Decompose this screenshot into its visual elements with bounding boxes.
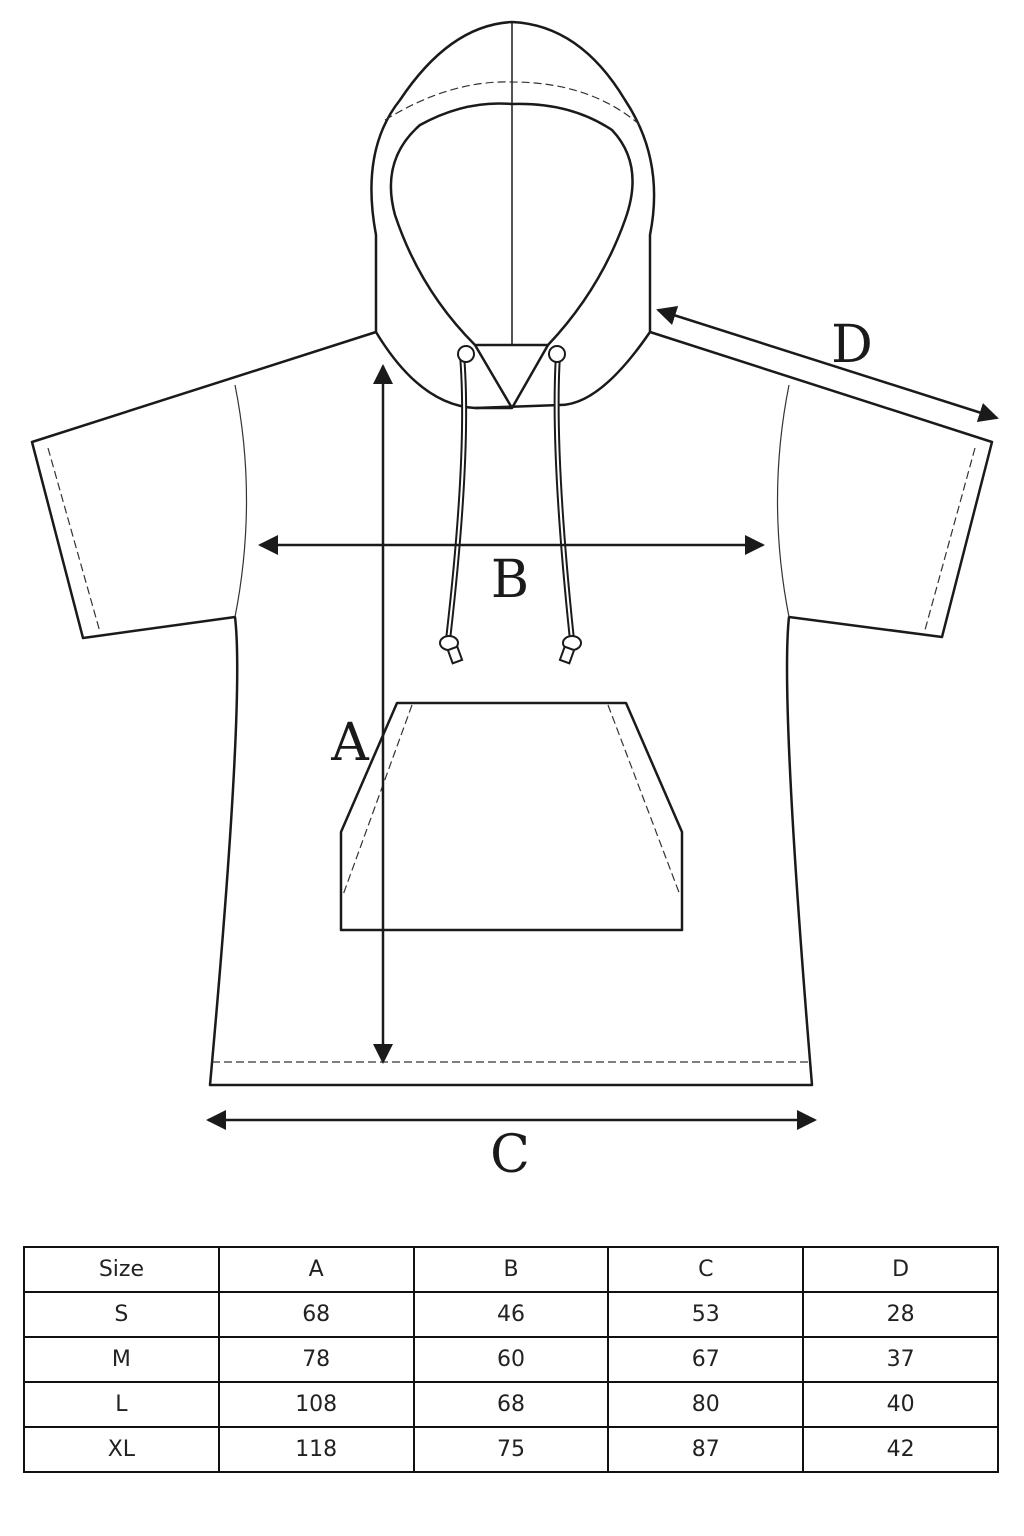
table-row: L 108 68 80 40 xyxy=(23,1381,999,1428)
table-cell: L xyxy=(23,1381,220,1428)
header-cell: A xyxy=(217,1246,415,1293)
hoodie-neck xyxy=(473,344,550,410)
table-cell: 68 xyxy=(217,1291,415,1338)
table-cell: 60 xyxy=(412,1336,610,1383)
table-cell: 67 xyxy=(607,1336,805,1383)
table-row: XL 118 75 87 42 xyxy=(23,1426,999,1473)
header-cell: Size xyxy=(23,1246,220,1293)
header-cell: D xyxy=(802,1246,999,1293)
header-cell: B xyxy=(412,1246,610,1293)
table-cell: 108 xyxy=(217,1381,415,1428)
table-row: M 78 60 67 37 xyxy=(23,1336,999,1383)
table-cell: 40 xyxy=(802,1381,999,1428)
hoodie-body-outline xyxy=(30,330,994,1087)
table-cell: 80 xyxy=(607,1381,805,1428)
drawstrings xyxy=(439,345,582,665)
label-d: D xyxy=(831,315,873,375)
table-cell: 68 xyxy=(412,1381,610,1428)
measure-arrow-d xyxy=(656,305,999,423)
table-cell: S xyxy=(23,1291,220,1338)
table-cell: M xyxy=(23,1336,220,1383)
hoodie-diagram: A B C D xyxy=(30,20,999,1185)
table-cell: 37 xyxy=(802,1336,999,1383)
table-cell: 53 xyxy=(607,1291,805,1338)
table-cell: 42 xyxy=(802,1426,999,1473)
label-c: C xyxy=(490,1125,530,1185)
size-table: Size A B C D S 68 46 53 28 M 78 60 67 37… xyxy=(23,1246,999,1473)
table-cell: 28 xyxy=(802,1291,999,1338)
label-a: A xyxy=(330,713,370,773)
stitch-lines xyxy=(47,81,976,1063)
table-cell: 118 xyxy=(217,1426,415,1473)
table-row: S 68 46 53 28 xyxy=(23,1291,999,1338)
header-cell: C xyxy=(607,1246,805,1293)
table-cell: 75 xyxy=(412,1426,610,1473)
table-cell: 46 xyxy=(412,1291,610,1338)
table-cell: 87 xyxy=(607,1426,805,1473)
table-cell: 78 xyxy=(217,1336,415,1383)
table-cell: XL xyxy=(23,1426,220,1473)
label-b: B xyxy=(491,550,529,610)
hoodie-hood-outer xyxy=(370,20,656,410)
kangaroo-pocket xyxy=(339,701,684,932)
table-header-row: Size A B C D xyxy=(23,1246,999,1293)
